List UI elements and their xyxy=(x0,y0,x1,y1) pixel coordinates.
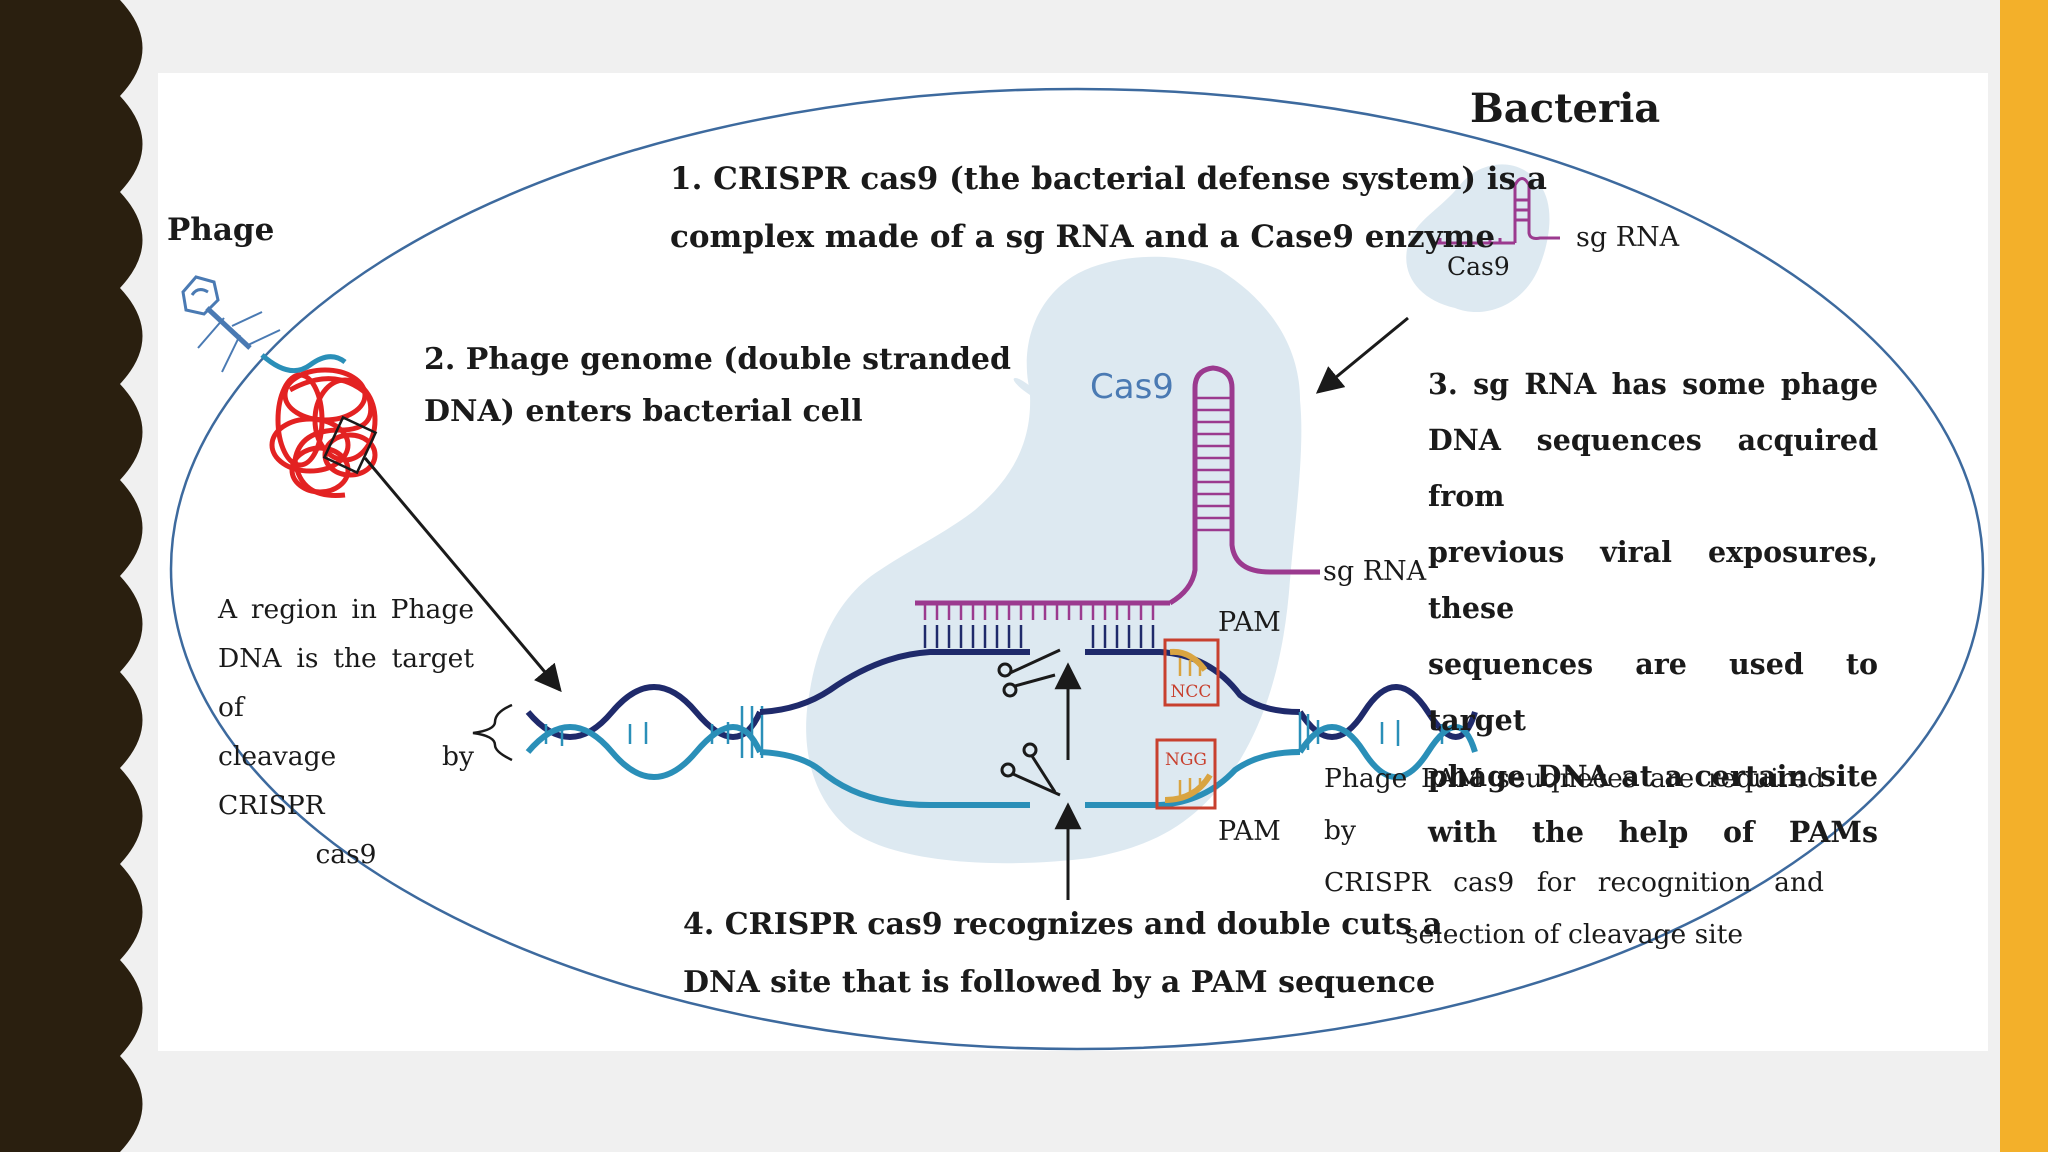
step1-line2: complex made of a sg RNA and a Case9 enz… xyxy=(670,219,1496,255)
target-note: A region in Phage DNA is the target of c… xyxy=(218,585,474,879)
step4-text: 4. CRISPR cas9 recognizes and double cut… xyxy=(683,896,1442,1012)
small-to-big-cas9-arrow xyxy=(1315,316,1409,394)
diagram-title: Bacteria xyxy=(1470,85,1661,132)
cas9-enzyme-shape xyxy=(806,256,1302,864)
step3-line3: previous viral exposures, these xyxy=(1428,535,1878,625)
step3-text: 3. sg RNA has some phage DNA sequences a… xyxy=(1428,356,1878,860)
target-note-line1: A region in Phage xyxy=(218,594,474,625)
pam-note-line1: Phage PAM seuqneces are required by xyxy=(1324,763,1824,846)
pam-note-line3: selection of cleavage site xyxy=(1404,919,1744,950)
wavy-left-band xyxy=(0,0,143,1152)
small-sgrna-icon xyxy=(1432,177,1560,245)
right-dna-helix xyxy=(1297,684,1478,780)
genome-to-target-arrow xyxy=(363,457,562,693)
pam-note-line2: CRISPR cas9 for recognition and xyxy=(1324,867,1824,898)
accent-right-band xyxy=(2000,0,2048,1152)
step3-line1: 3. sg RNA has some phage xyxy=(1428,367,1878,401)
target-region-box xyxy=(322,415,378,475)
step3-line2: DNA sequences acquired from xyxy=(1428,423,1878,513)
bottom-dna-strand xyxy=(759,749,1301,808)
step4-line1: 4. CRISPR cas9 recognizes and double cut… xyxy=(683,907,1443,942)
step2-line1: 2. Phage genome (double stranded xyxy=(424,342,1011,377)
scissors-top-icon xyxy=(997,648,1061,698)
ncc-label: NCC xyxy=(1171,682,1212,702)
left-dna-helix xyxy=(525,684,763,780)
pam-ncc-box xyxy=(1163,638,1220,707)
step2-line2: DNA) enters bacterial cell xyxy=(424,394,863,429)
phage-genome-coil xyxy=(269,367,378,499)
step3-line6: with the help of PAMs xyxy=(1428,815,1878,849)
small-sgrna-label: sg RNA xyxy=(1576,222,1680,253)
step2-text: 2. Phage genome (double stranded DNA) en… xyxy=(424,334,1011,438)
step1-line1: 1. CRISPR cas9 (the bacterial defense sy… xyxy=(670,161,1547,197)
step3-line4: sequences are used to target xyxy=(1428,647,1878,737)
pam-ngg-box xyxy=(1155,738,1217,810)
target-bracket xyxy=(472,703,513,762)
step3-line5: phage DNA at a certain site xyxy=(1428,759,1878,793)
phage-label: Phage xyxy=(167,212,275,248)
step4-line2: DNA site that is followed by a PAM seque… xyxy=(683,965,1436,1000)
rna-dna-pairing xyxy=(923,625,1155,648)
sgrna-structure xyxy=(915,365,1320,620)
phage-virus-icon xyxy=(181,275,347,374)
target-note-line4: cas9 xyxy=(315,839,377,870)
pam-bottom-label: PAM xyxy=(1218,816,1281,847)
step1-text: 1. CRISPR cas9 (the bacterial defense sy… xyxy=(670,150,1547,266)
pam-top-label: PAM xyxy=(1218,607,1281,638)
small-cas9-label: Cas9 xyxy=(1447,252,1510,281)
sgrna-label: sg RNA xyxy=(1323,556,1427,587)
ngg-label: NGG xyxy=(1165,750,1207,770)
target-note-line2: DNA is the target of xyxy=(218,643,474,723)
bacteria-cell-outline xyxy=(169,87,1985,1051)
pam-note: Phage PAM seuqneces are required by CRIS… xyxy=(1324,753,1824,961)
target-note-line3: cleavage by CRISPR xyxy=(218,741,474,821)
scissors-bottom-icon xyxy=(1000,742,1061,797)
big-cas9-label: Cas9 xyxy=(1090,367,1174,407)
